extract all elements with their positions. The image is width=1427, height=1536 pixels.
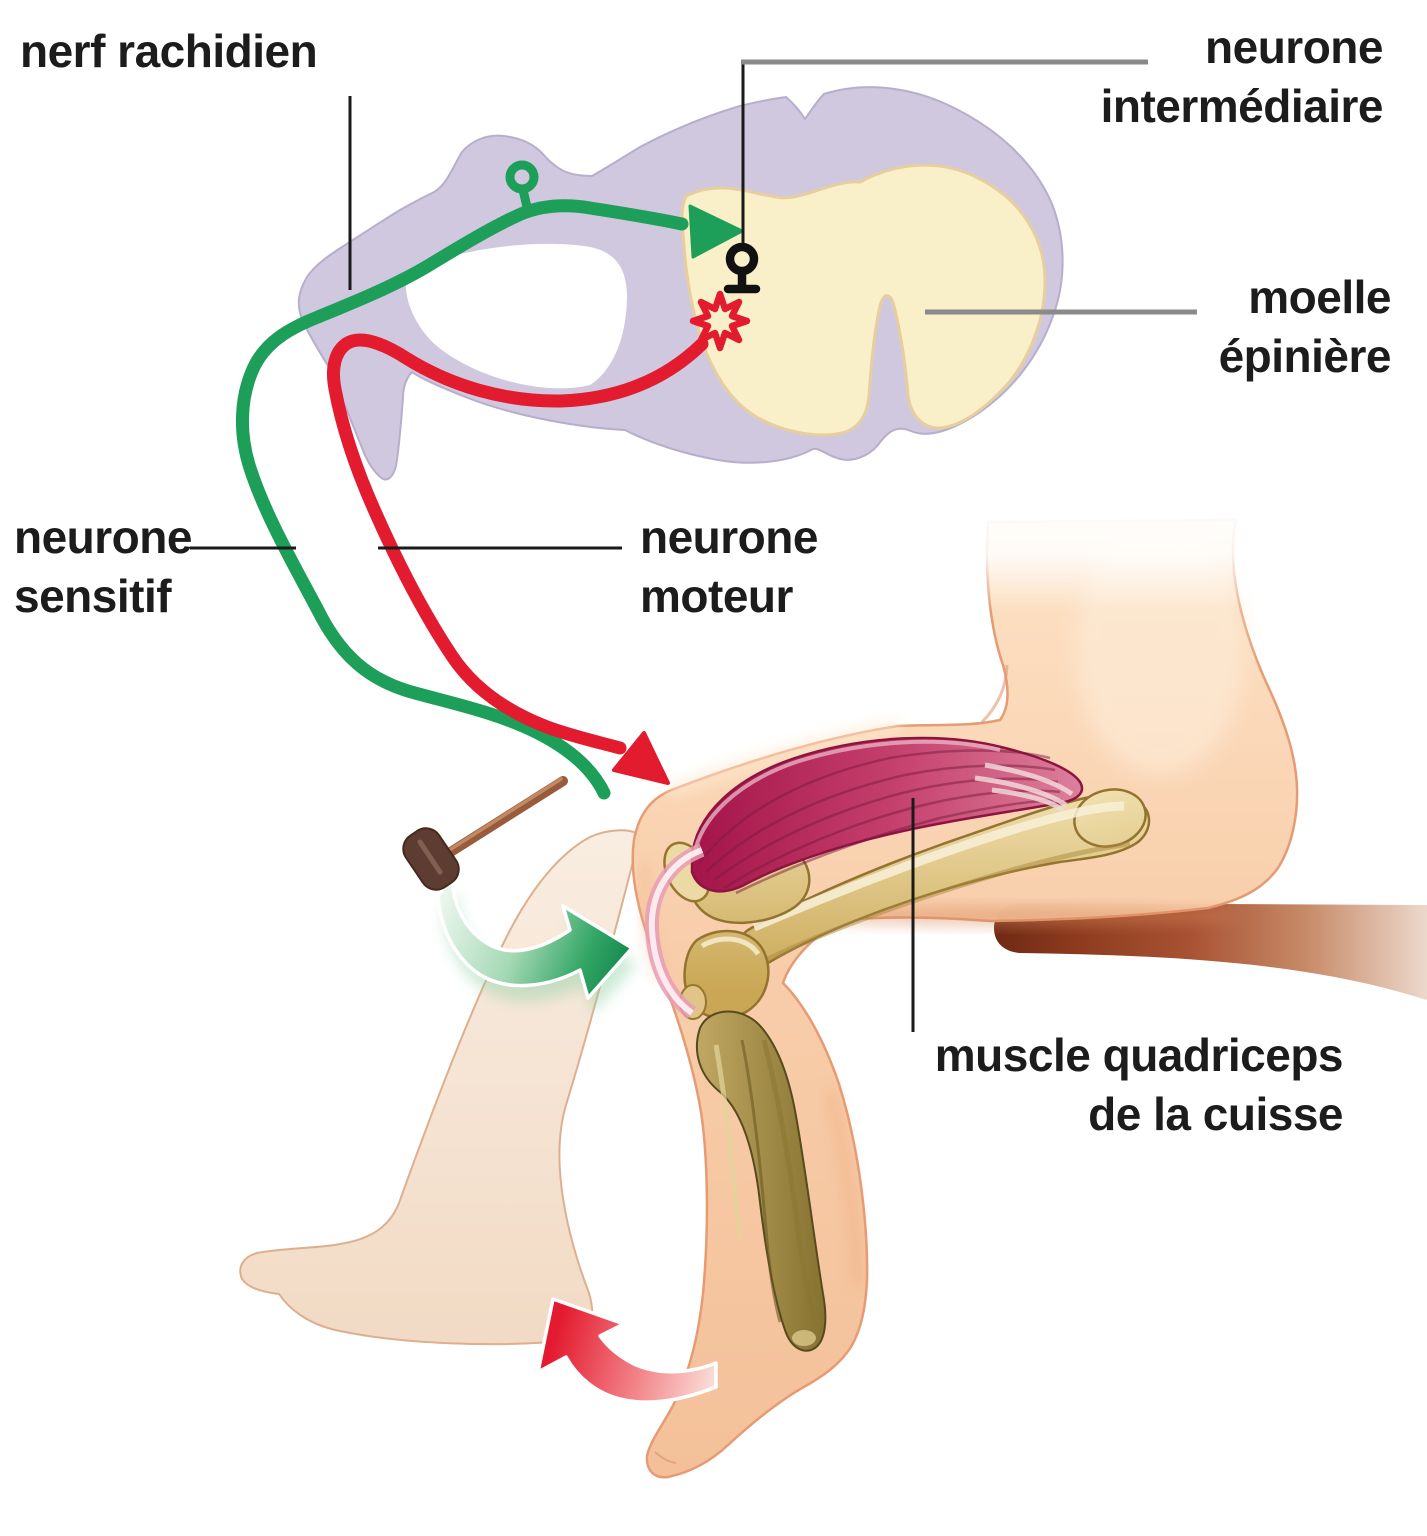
label-muscle-quadriceps: muscle quadriceps de la cuisse <box>934 1029 1344 1140</box>
bench-shadow <box>994 903 1427 1000</box>
leader-lines <box>190 59 1197 1032</box>
reflex-hammer <box>402 776 568 891</box>
label-text: nerf rachidien <box>20 25 318 77</box>
motor-neuron-axon <box>326 333 709 755</box>
spinal-cord-cross-section <box>297 86 1064 481</box>
motor-pathway <box>326 290 751 785</box>
under-thigh-shadow <box>780 906 1240 926</box>
quadriceps-muscle <box>690 736 1084 895</box>
hip-crease <box>980 664 1009 724</box>
patellar-tendon <box>644 843 705 1019</box>
interneuron-icon <box>723 242 761 294</box>
motor-arrowhead <box>612 731 670 785</box>
torso-top-fade <box>940 498 1340 612</box>
label-nerf-rachidien: nerf rachidien <box>20 22 318 81</box>
label-neurone-moteur: neurone moteur <box>640 511 818 622</box>
spinal-cord-gray-matter <box>680 163 1047 437</box>
label-moelle-epiniere: moelle épinière <box>1218 271 1392 382</box>
thigh-top-highlight <box>665 721 901 798</box>
nerve-root-gap <box>405 243 627 389</box>
green-extension-arrow <box>436 872 637 1014</box>
motor-neuron-cell-body-icon <box>689 290 751 352</box>
sensory-cell-body-icon <box>505 160 539 194</box>
femur-bone <box>734 788 1151 973</box>
human-figure <box>239 498 1427 1479</box>
tibia-bone <box>695 1010 827 1352</box>
hammer-handle <box>433 776 568 865</box>
fibula-bone <box>761 1039 817 1319</box>
label-neurone-sensitif: neurone sensitif <box>14 511 192 622</box>
muscle-tendon-streaks <box>974 762 1074 813</box>
label-neurone-intermediaire: neurone intermédiaire <box>1100 21 1384 132</box>
sensory-neuron-axon <box>235 199 689 800</box>
red-kick-arrow <box>536 1297 718 1404</box>
sensory-pathway <box>235 160 744 800</box>
toe-crease <box>654 1451 677 1464</box>
sensory-arrowhead <box>688 204 744 259</box>
calf-shading <box>825 1088 863 1286</box>
